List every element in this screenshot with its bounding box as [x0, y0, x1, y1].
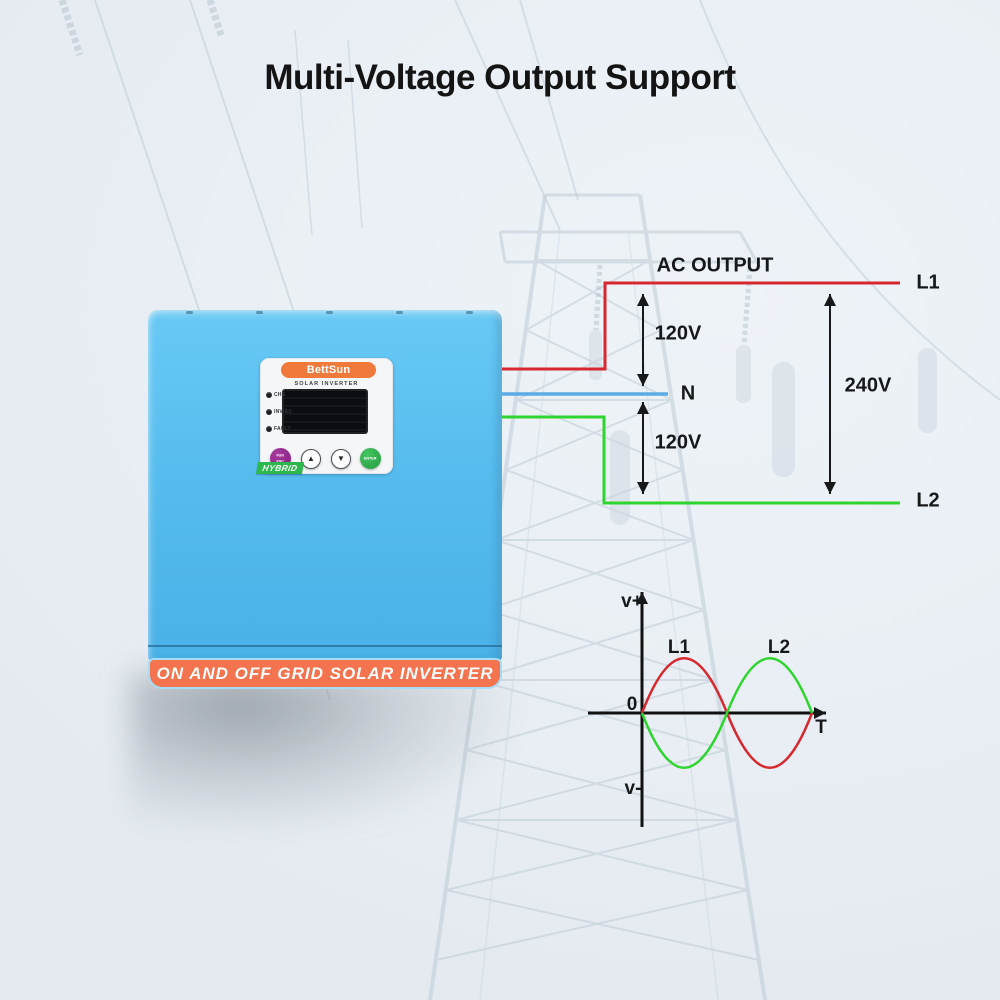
screw-icon — [186, 311, 193, 314]
page-title: Multi-Voltage Output Support — [264, 58, 736, 97]
fun-label: FUN — [276, 453, 285, 458]
up-button: ▲ — [301, 449, 321, 469]
bottom-banner-label: ON AND OFF GRID SOLAR INVERTER — [156, 663, 494, 683]
l2-line-label: L2 — [916, 489, 940, 512]
brand-banner: BettSun — [281, 362, 376, 378]
screw-icon — [396, 311, 403, 314]
down-button: ▼ — [331, 449, 351, 469]
led-dot-icon — [266, 409, 272, 415]
l2-waveform — [640, 657, 814, 769]
led-dot-icon — [266, 426, 272, 432]
brand-label: BettSun — [306, 364, 351, 376]
lcd-screen — [282, 389, 368, 434]
case-seam — [148, 645, 502, 647]
l1-wave-label: L1 — [667, 637, 691, 658]
origin-label: 0 — [626, 694, 638, 715]
v-minus-label: v- — [624, 778, 642, 799]
control-panel: BettSun SOLAR INVERTER CHG INV/AC FAULT … — [255, 358, 393, 474]
led-chg: CHG — [266, 392, 286, 398]
screw-icon — [256, 311, 263, 314]
ac-output-label: AC OUTPUT — [656, 254, 774, 277]
neutral-line-label: N — [680, 382, 696, 405]
up-arrow-icon: ▲ — [307, 454, 315, 463]
led-label: INV/AC — [274, 409, 293, 415]
led-dot-icon — [266, 392, 272, 398]
v-plus-label: v+ — [621, 591, 643, 612]
t-axis-label: T — [815, 717, 827, 738]
screw-icon — [326, 311, 333, 314]
l2-wave-label: L2 — [767, 637, 791, 658]
l1-line-label: L1 — [916, 271, 940, 294]
voltage-l1-l2-label: 240V — [844, 374, 892, 397]
inverter-device: BettSun SOLAR INVERTER CHG INV/AC FAULT … — [148, 310, 502, 660]
enter-label: ENTER — [364, 456, 377, 461]
led-inv-ac: INV/AC — [266, 409, 292, 415]
inverter-shadow — [130, 672, 690, 1000]
l1-wire — [502, 281, 900, 371]
screw-icon — [466, 311, 473, 314]
voltage-l1-n-label: 120V — [654, 322, 702, 345]
down-arrow-icon: ▼ — [337, 454, 345, 463]
enter-button: ENTER — [360, 448, 381, 469]
bottom-banner: ON AND OFF GRID SOLAR INVERTER — [148, 658, 502, 689]
esc-label: ESC — [277, 460, 284, 464]
led-fault: FAULT — [266, 426, 291, 432]
led-label: FAULT — [274, 426, 291, 432]
voltage-n-l2-label: 120V — [654, 431, 702, 454]
panel-subtitle: SOLAR INVERTER — [294, 381, 359, 387]
led-label: CHG — [274, 392, 286, 398]
l2-wire — [502, 415, 900, 505]
